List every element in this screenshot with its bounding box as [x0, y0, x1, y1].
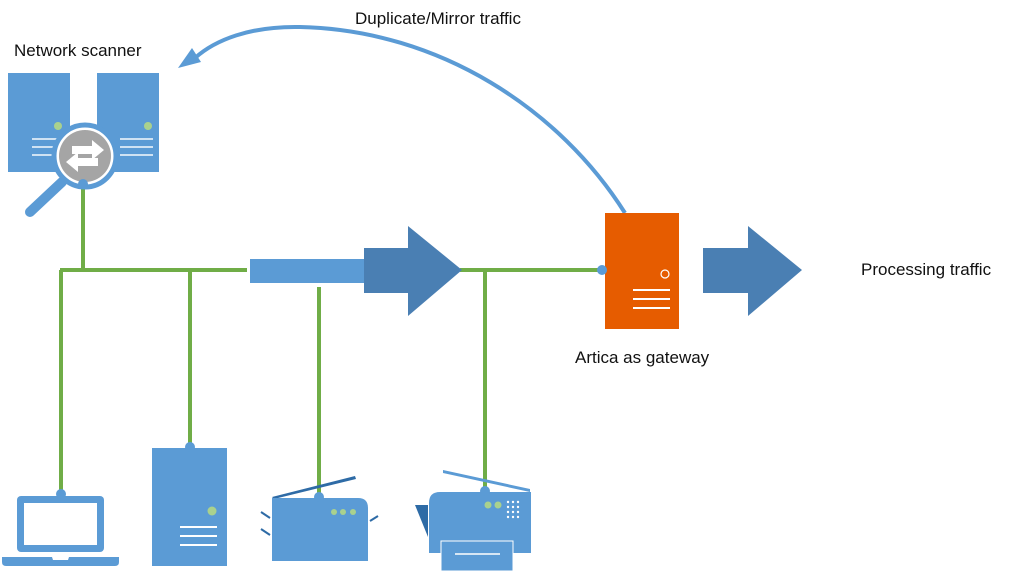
router[interactable] — [260, 476, 379, 561]
printer-leds — [484, 501, 502, 509]
traffic-arrow — [250, 226, 462, 316]
printer-paper-feed — [415, 505, 428, 537]
desktop-port — [185, 442, 195, 452]
desktop-body — [152, 448, 227, 566]
network-links — [59, 185, 600, 495]
desktop-server[interactable] — [152, 442, 227, 566]
router-port — [314, 492, 324, 502]
mirror-arrow-head — [178, 48, 201, 68]
magnifier-handle — [25, 177, 67, 217]
traffic-arrow-head — [364, 226, 462, 316]
router-body — [272, 498, 368, 561]
mirror-arrow — [178, 24, 627, 215]
gateway-port — [597, 265, 607, 275]
network-scanner[interactable] — [8, 73, 159, 217]
printer-body — [429, 492, 531, 553]
printer[interactable] — [415, 470, 531, 571]
printer-port — [480, 486, 490, 496]
router-antenna — [272, 476, 356, 499]
scanner-port — [78, 179, 88, 189]
laptop-display — [24, 503, 97, 545]
gateway-led — [660, 269, 670, 279]
scanner-led-left — [54, 122, 62, 130]
scanner-led-right — [144, 122, 152, 130]
processing-arrow — [703, 226, 802, 316]
gateway-label: Artica as gateway — [575, 348, 710, 367]
laptop[interactable] — [2, 489, 119, 566]
network-scanner-label: Network scanner — [14, 41, 142, 60]
traffic-arrow-shaft — [250, 259, 370, 283]
artica-gateway[interactable] — [597, 213, 679, 329]
gateway-body — [605, 213, 679, 329]
magnifier-lens — [59, 130, 111, 182]
printer-output-tray — [440, 540, 514, 571]
gateway-vents — [633, 289, 670, 309]
printer-keypad — [506, 500, 520, 519]
mirror-arrow-curve — [193, 24, 627, 215]
laptop-port — [56, 489, 66, 499]
mirror-traffic-label: Duplicate/Mirror traffic — [355, 9, 521, 28]
desktop-led — [207, 506, 217, 516]
printer-paper-tray — [443, 470, 530, 492]
laptop-base — [2, 557, 119, 566]
router-signal-lines — [260, 511, 379, 536]
desktop-vents — [180, 526, 217, 546]
router-leds — [331, 509, 356, 515]
exchange-arrows-icon — [66, 140, 104, 172]
processing-traffic-label: Processing traffic — [861, 260, 992, 279]
